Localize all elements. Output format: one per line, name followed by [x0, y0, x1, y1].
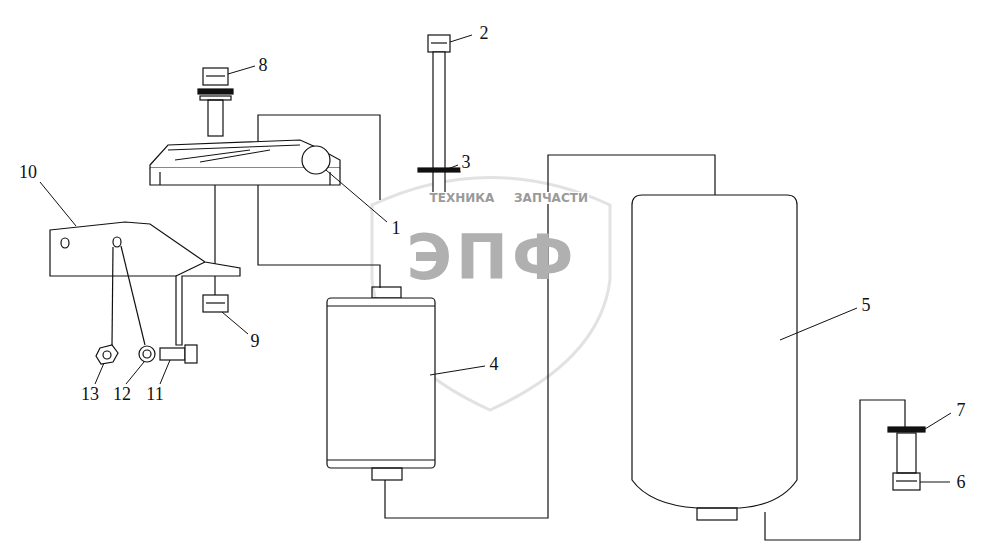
filter-cap [372, 468, 402, 480]
axis-line [214, 185, 215, 295]
filter-cap [372, 287, 401, 298]
washer [418, 168, 460, 172]
bolt-head [206, 75, 225, 76]
bracket-edge [176, 262, 205, 276]
bracket-hole [113, 237, 121, 247]
watermark-text: ЭПФ [407, 227, 578, 289]
watermark-text: ТЕХНИКА [429, 192, 496, 204]
bolt-shank [433, 52, 445, 200]
callout-number: 6 [956, 473, 967, 491]
bracket-edge [160, 172, 330, 185]
leader-lines [40, 35, 951, 482]
bracket-boss [302, 146, 330, 174]
filter-rim [327, 459, 435, 460]
axis-line [121, 246, 145, 345]
washer [143, 350, 151, 358]
washer [888, 427, 925, 432]
callout-number: 2 [479, 24, 490, 42]
watermark-text: ЗАПЧАСТИ [513, 192, 589, 204]
bolt-shank [208, 100, 223, 136]
filter-drain [697, 508, 737, 520]
washer [198, 89, 233, 94]
filter-rim [327, 305, 435, 306]
bolt-head [428, 35, 450, 52]
bolt-shank [160, 348, 185, 360]
bracket-hole [61, 238, 69, 248]
callout-number: 4 [489, 355, 500, 373]
callout-number: 5 [861, 296, 872, 314]
axis-line [112, 247, 113, 345]
callout-number: 13 [80, 385, 100, 403]
mounting-bracket [50, 222, 240, 345]
bolt-head [893, 473, 920, 490]
bolt-head [431, 42, 447, 43]
fine-fuel-filter [327, 298, 435, 468]
washer [139, 346, 155, 362]
callout-number: 11 [145, 385, 164, 403]
callout-number: 8 [258, 56, 269, 74]
bolt-head [203, 68, 228, 85]
callout-number: 3 [461, 153, 472, 171]
bolt-shank [897, 433, 916, 473]
nut [203, 295, 228, 312]
coarse-fuel-filter [632, 195, 797, 508]
nut [206, 302, 225, 303]
callout-number: 10 [18, 163, 38, 181]
nut [96, 345, 118, 364]
callout-number: 7 [956, 401, 967, 419]
bolt-head [896, 480, 917, 481]
callout-number: 9 [250, 332, 261, 350]
bracket-hatch [168, 145, 300, 162]
nut [103, 351, 111, 359]
bolt-head [185, 345, 197, 363]
callout-number: 1 [391, 219, 402, 237]
callout-number: 12 [112, 385, 132, 403]
